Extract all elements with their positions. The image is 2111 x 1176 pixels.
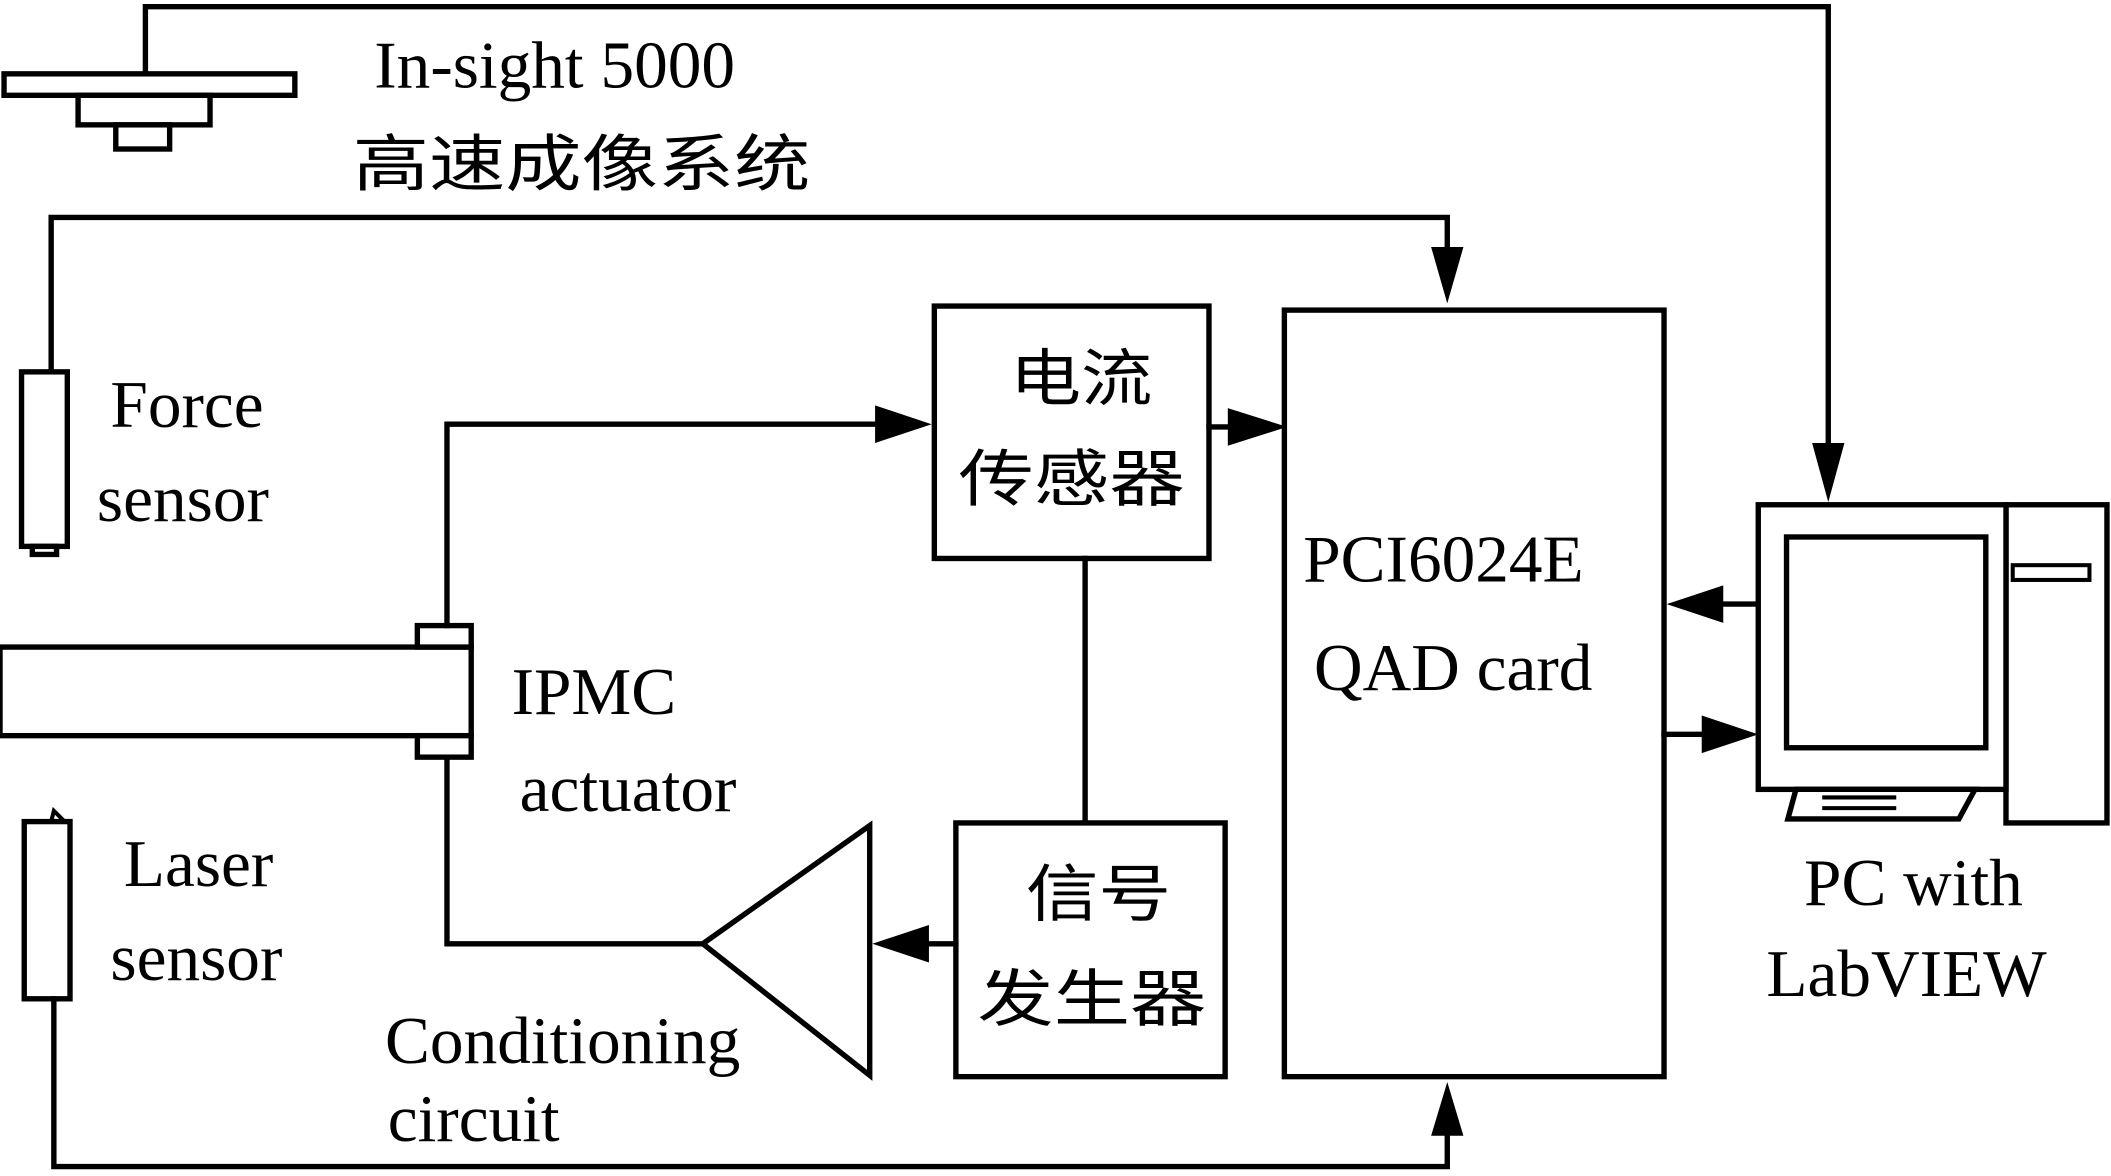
daq-card-label-line1: PCI6024E — [1303, 521, 1583, 596]
ipmc-to-current-sensor-arrow — [875, 405, 932, 444]
signal-generator-to-conditioning-arrow — [872, 924, 929, 963]
conditioning-to-ipmc-line — [444, 754, 706, 947]
laser-to-daq-line — [51, 996, 1450, 1170]
current-sensor-to-daq-arrow — [1227, 408, 1288, 446]
daq-card-box — [1281, 307, 1667, 1080]
force-sensor-icon — [18, 369, 71, 558]
camera-label-line2: 高速成像系统 — [353, 128, 811, 200]
camera-icon — [1, 71, 298, 152]
laser-sensor-label-line1: Laser — [124, 826, 273, 901]
camera-label-line1: In-sight 5000 — [374, 27, 735, 102]
camera-to-pc-arrow — [1812, 443, 1845, 503]
current-sensor-box — [931, 303, 1212, 562]
current-sensor-label-line2: 传感器 — [959, 444, 1185, 516]
pc-label-line1: PC with — [1804, 845, 2023, 920]
camera-to-pc-line — [142, 4, 1831, 446]
pc-icon — [1755, 502, 2110, 826]
signal-generator-label-line1: 信号 — [1026, 859, 1171, 931]
conditioning-circuit-icon — [698, 820, 873, 1081]
current-sensor-label-line1: 电流 — [1010, 343, 1153, 415]
ipmc-actuator-icon — [0, 622, 474, 760]
daq-to-pc-arrow — [1701, 715, 1759, 754]
daq-card-label-line2: QAD card — [1314, 630, 1592, 705]
laser-sensor-label-line2: sensor — [110, 920, 282, 995]
signal-generator-box — [953, 820, 1228, 1080]
ipmc-label-line2: actuator — [520, 751, 737, 826]
laser-sensor-icon — [21, 806, 73, 1002]
force-to-daq-arrow — [1431, 247, 1464, 304]
pc-to-daq-arrow — [1666, 585, 1724, 623]
ipmc-to-current-sensor-line — [444, 421, 878, 629]
pc-label-line2: LabVIEW — [1766, 936, 2047, 1011]
force-to-daq-line — [48, 214, 1450, 375]
conditioning-label-line2: circuit — [388, 1081, 560, 1156]
force-sensor-label-line1: Force — [110, 367, 263, 442]
ipmc-label-line1: IPMC — [512, 654, 677, 729]
laser-to-daq-arrow — [1431, 1082, 1464, 1136]
force-sensor-label-line2: sensor — [97, 461, 269, 536]
signal-generator-label-line2: 发生器 — [977, 963, 1206, 1035]
conditioning-label-line1: Conditioning — [385, 1003, 740, 1078]
